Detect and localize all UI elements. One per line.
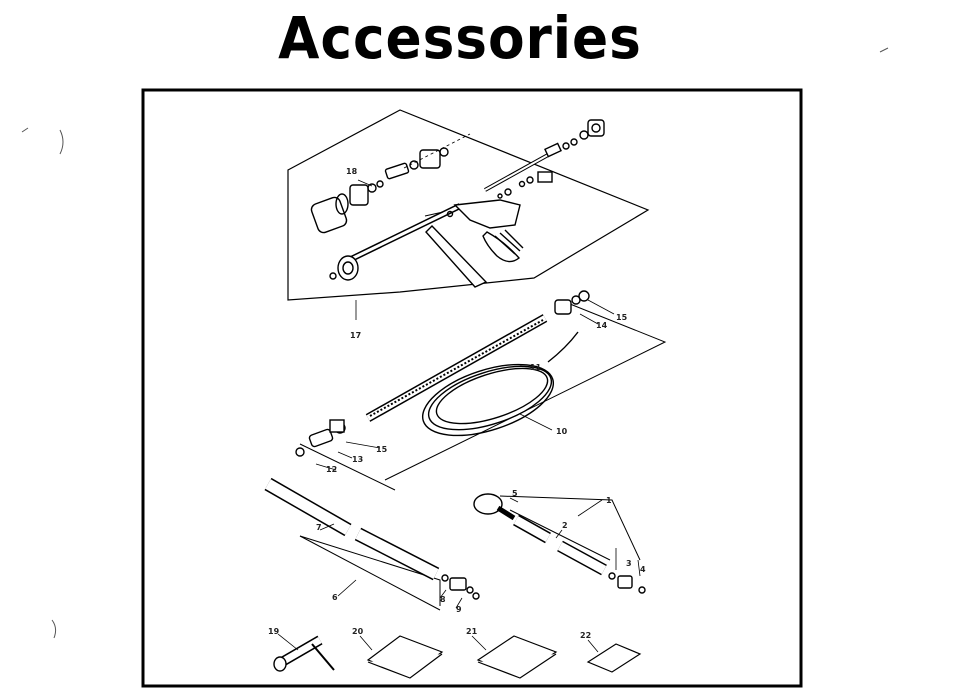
extension-wand <box>264 477 480 611</box>
spray-gun-assembly <box>287 109 650 301</box>
callout-7: 7 <box>316 523 322 532</box>
leader-lines <box>277 179 641 653</box>
diagram-frame <box>141 88 803 688</box>
callout-15-top: 15 <box>616 313 628 322</box>
callout-1: 1 <box>606 496 612 505</box>
manual-booklet-2 <box>476 635 558 679</box>
scan-marks <box>21 47 889 639</box>
callout-15-bottom: 15 <box>376 445 388 454</box>
callout-12: 12 <box>326 465 337 474</box>
callout-2: 2 <box>562 521 568 530</box>
manual-booklet-1 <box>366 635 444 679</box>
label-sheet <box>586 643 642 673</box>
callout-4: 4 <box>640 565 646 574</box>
callout-9: 9 <box>456 605 462 614</box>
callout-labels: 1 2 3 4 5 6 7 8 9 10 11 12 13 14 15 15 1… <box>268 167 646 640</box>
tool-wrench <box>273 635 335 672</box>
callout-3: 3 <box>626 559 632 568</box>
callout-8: 8 <box>440 595 446 604</box>
callout-14: 14 <box>596 321 608 330</box>
hose-assembly <box>295 290 667 491</box>
callout-20: 20 <box>352 627 364 636</box>
page-title: Accessories <box>278 4 642 72</box>
callout-17: 17 <box>350 331 361 340</box>
brush-assembly <box>473 493 646 594</box>
callout-6: 6 <box>332 593 338 602</box>
callout-5: 5 <box>512 489 518 498</box>
callout-10: 10 <box>556 427 568 436</box>
callout-19: 19 <box>268 627 280 636</box>
callout-13: 13 <box>352 455 363 464</box>
callout-11: 11 <box>530 363 542 372</box>
callout-18: 18 <box>346 167 358 176</box>
callout-22: 22 <box>580 631 591 640</box>
callout-21: 21 <box>466 627 478 636</box>
